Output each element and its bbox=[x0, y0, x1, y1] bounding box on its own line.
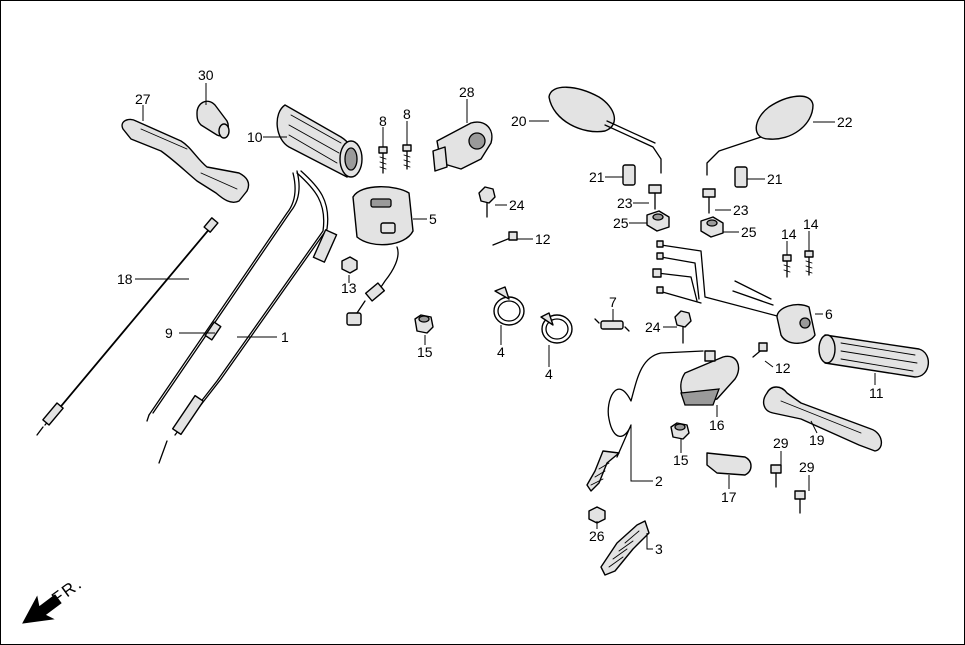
callout-5: 5 bbox=[429, 211, 437, 227]
brake-lever bbox=[762, 386, 882, 452]
callout-24b: 24 bbox=[645, 319, 661, 335]
pin-12b bbox=[752, 342, 768, 358]
callout-12b: 12 bbox=[775, 360, 791, 376]
callout-labels: 30 27 10 8 8 28 20 22 21 21 23 23 25 25 … bbox=[117, 67, 884, 557]
bolt-23a bbox=[648, 184, 662, 210]
callout-30: 30 bbox=[198, 67, 214, 83]
callout-27: 27 bbox=[135, 91, 151, 107]
callout-12a: 12 bbox=[535, 231, 551, 247]
callout-15b: 15 bbox=[673, 452, 689, 468]
brake-hose bbox=[586, 350, 704, 492]
callout-23b: 23 bbox=[733, 202, 749, 218]
nut-13 bbox=[341, 256, 358, 274]
lever-holder bbox=[432, 121, 493, 172]
bolt-24b bbox=[674, 310, 692, 344]
right-grip bbox=[818, 334, 929, 378]
front-direction-indicator: FR. bbox=[22, 573, 86, 624]
lever-boot bbox=[706, 452, 752, 476]
clamp-4b bbox=[540, 312, 573, 344]
callout-22: 22 bbox=[837, 114, 853, 130]
callout-14a: 14 bbox=[781, 226, 797, 242]
callout-29b: 29 bbox=[799, 459, 815, 475]
callout-9: 9 bbox=[165, 325, 173, 341]
hose-boot bbox=[600, 520, 650, 576]
pin-12a bbox=[492, 231, 518, 246]
callout-4b: 4 bbox=[545, 366, 553, 382]
callout-25a: 25 bbox=[613, 215, 629, 231]
callout-18: 18 bbox=[117, 271, 133, 287]
left-handlebar-switch bbox=[346, 186, 414, 326]
left-mirror bbox=[548, 86, 662, 174]
callout-7: 7 bbox=[609, 294, 617, 310]
callout-20: 20 bbox=[511, 113, 527, 129]
callout-1: 1 bbox=[281, 329, 289, 345]
callout-16: 16 bbox=[709, 417, 725, 433]
clutch-lever bbox=[121, 118, 250, 203]
callout-10: 10 bbox=[247, 129, 263, 145]
bolt-23b bbox=[702, 188, 716, 214]
cable-9 bbox=[146, 170, 300, 422]
bar-end-weight bbox=[196, 100, 230, 139]
cable-1 bbox=[158, 170, 338, 464]
screw-29a bbox=[770, 464, 782, 488]
screw-29b bbox=[794, 490, 806, 514]
stop-switch bbox=[594, 318, 630, 332]
clamp-4a bbox=[493, 286, 525, 326]
left-grip bbox=[276, 104, 363, 178]
cable-18 bbox=[36, 217, 219, 436]
callout-21b: 21 bbox=[767, 171, 783, 187]
callout-29a: 29 bbox=[773, 435, 789, 451]
nut-15a bbox=[414, 314, 434, 334]
bolt-24a bbox=[478, 186, 496, 218]
callout-14b: 14 bbox=[803, 216, 819, 232]
callout-28: 28 bbox=[459, 84, 475, 100]
callout-25b: 25 bbox=[741, 224, 757, 240]
brake-master-cylinder bbox=[680, 350, 740, 406]
callout-4a: 4 bbox=[497, 344, 505, 360]
screw-8a bbox=[378, 146, 388, 174]
callout-24a: 24 bbox=[509, 197, 525, 213]
callout-8a: 8 bbox=[379, 113, 387, 129]
right-handlebar-switch bbox=[652, 240, 816, 344]
callout-19: 19 bbox=[809, 432, 825, 448]
callout-23a: 23 bbox=[617, 195, 633, 211]
callout-26: 26 bbox=[589, 528, 605, 544]
adapter-21b bbox=[734, 166, 748, 188]
callout-17: 17 bbox=[721, 489, 737, 505]
nut-15b bbox=[670, 422, 690, 440]
adapter-21a bbox=[622, 164, 636, 186]
callout-11: 11 bbox=[869, 385, 884, 401]
screw-14a bbox=[782, 254, 792, 278]
screw-8b bbox=[402, 144, 412, 170]
callout-21a: 21 bbox=[589, 169, 605, 185]
screw-14b bbox=[804, 250, 814, 276]
nut-25b bbox=[700, 216, 724, 238]
callout-15a: 15 bbox=[417, 344, 433, 360]
leader-lines bbox=[135, 83, 876, 550]
callout-6: 6 bbox=[825, 306, 833, 322]
callout-13: 13 bbox=[341, 280, 357, 296]
right-mirror bbox=[706, 95, 814, 176]
callout-8b: 8 bbox=[403, 106, 411, 122]
callout-2: 2 bbox=[655, 473, 663, 489]
callout-3: 3 bbox=[655, 541, 663, 557]
front-arrow-icon bbox=[22, 594, 62, 624]
nut-26 bbox=[588, 506, 606, 524]
nut-25a bbox=[646, 210, 670, 232]
